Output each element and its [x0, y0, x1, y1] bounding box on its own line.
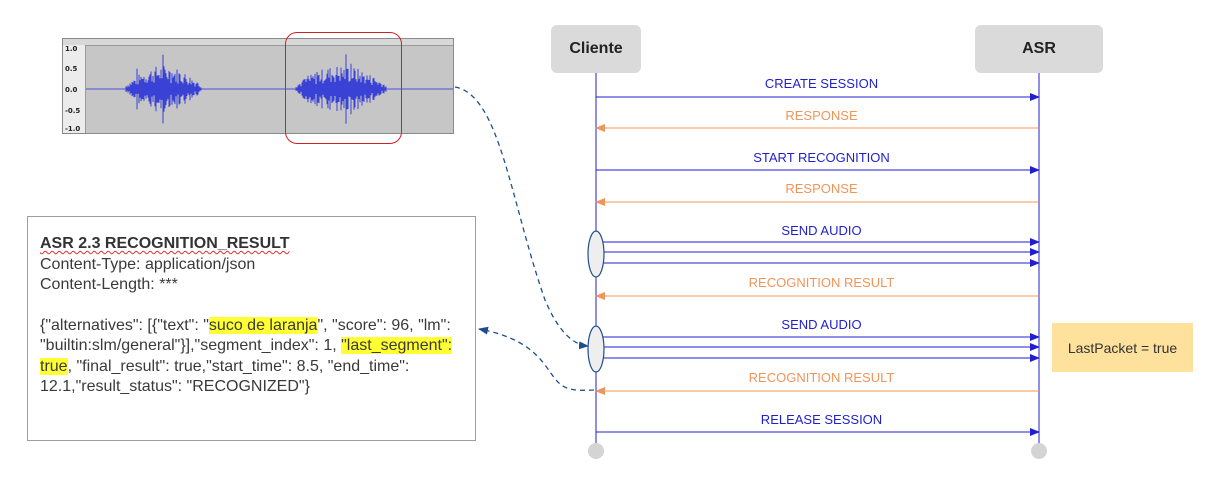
message-label: RECOGNITION RESULT: [748, 275, 895, 290]
message-label: RESPONSE: [785, 181, 858, 196]
scale-label: 0.0: [65, 86, 78, 94]
message-label: SEND AUDIO: [781, 223, 862, 238]
scale-label: 0.5: [65, 65, 78, 73]
activation-ellipse: [587, 230, 605, 278]
actor-asr: ASR: [975, 25, 1103, 73]
scale-label: -0.5: [65, 107, 81, 115]
result-json: {"alternatives": [{"text": "suco de lara…: [40, 316, 453, 395]
link-result-to-box: [478, 326, 595, 391]
activation-ellipse: [587, 325, 605, 373]
link-waveform-to-audio: [454, 86, 589, 350]
waveform-burst: [125, 54, 202, 124]
last-packet-note: LastPacket = true: [1052, 323, 1193, 372]
lifeline-end-asr: [1031, 443, 1047, 459]
content-length-line: Content-Length: ***: [40, 276, 178, 293]
message-label: START RECOGNITION: [753, 150, 890, 165]
result-title: ASR 2.3 RECOGNITION_RESULT: [40, 235, 290, 252]
waveform-highlight-box: [285, 32, 402, 144]
waveform-frame: 1.0 0.5 0.0 -0.5 -1.0: [62, 38, 454, 134]
content-type-line: Content-Type: application/json: [40, 255, 256, 273]
recognition-result-box: ASR 2.3 RECOGNITION_RESULT Content-Type:…: [27, 216, 476, 441]
message-label: SEND AUDIO: [781, 317, 862, 332]
scale-label: 1.0: [65, 45, 78, 53]
waveform-graph: [86, 54, 453, 124]
message-label: RECOGNITION RESULT: [748, 370, 895, 385]
highlight-text: suco de laranja: [208, 316, 318, 334]
waveform-burst: [295, 54, 387, 124]
message-label: RELEASE SESSION: [760, 412, 883, 427]
waveform-scale: 1.0 0.5 0.0 -0.5 -1.0: [63, 45, 86, 133]
message-label: CREATE SESSION: [764, 76, 879, 91]
message-label: RESPONSE: [785, 108, 858, 123]
waveform-ruler: [63, 39, 453, 46]
lifeline-end-client: [588, 443, 604, 459]
actor-client: Cliente: [551, 25, 641, 73]
audio-waveform-panel: 1.0 0.5 0.0 -0.5 -1.0: [62, 38, 454, 134]
scale-label: -1.0: [65, 125, 81, 133]
